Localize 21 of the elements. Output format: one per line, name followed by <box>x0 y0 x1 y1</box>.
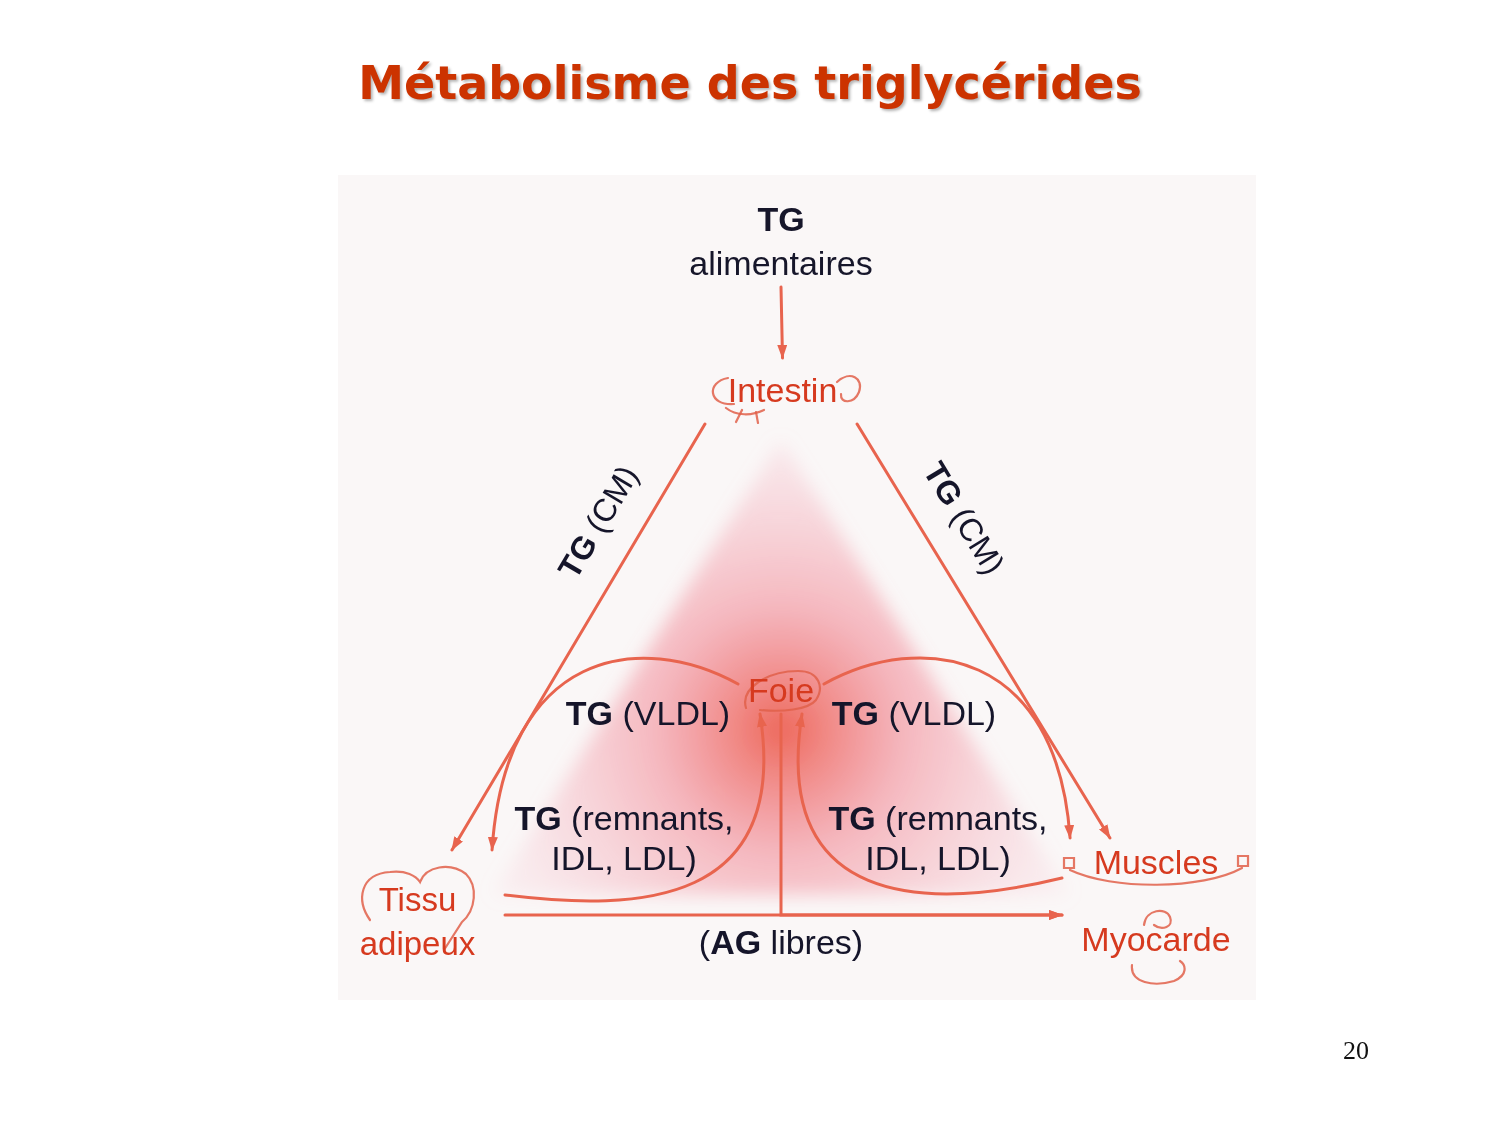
edge-label: TG (VLDL) <box>830 693 998 733</box>
organ-label: Foie <box>738 666 824 714</box>
edge-label: TG (remnants, IDL, LDL) <box>513 798 735 878</box>
arrow <box>503 712 767 903</box>
slide-title: Métabolisme des triglycérides <box>358 55 1142 112</box>
organ-label: Intestin <box>700 358 865 424</box>
arrow <box>777 285 788 360</box>
source-label: TG alimentaires <box>673 195 889 287</box>
edge-label: TG (remnants, IDL, LDL) <box>827 798 1049 878</box>
arrow <box>795 712 1064 896</box>
arrow <box>855 422 1112 840</box>
organ-label: Tissu adipeux <box>330 850 505 968</box>
edge-label: TG (VLDL) <box>564 693 732 733</box>
arrow <box>822 656 1074 840</box>
organ-label: Muscles <box>1062 838 1250 886</box>
arrow <box>450 422 707 852</box>
page-number: 20 <box>1343 1036 1369 1066</box>
organ-label: Myocarde <box>1062 905 1250 987</box>
arrow <box>488 657 740 852</box>
arrow <box>779 712 1064 920</box>
edge-label: (AG libres) <box>697 922 865 962</box>
